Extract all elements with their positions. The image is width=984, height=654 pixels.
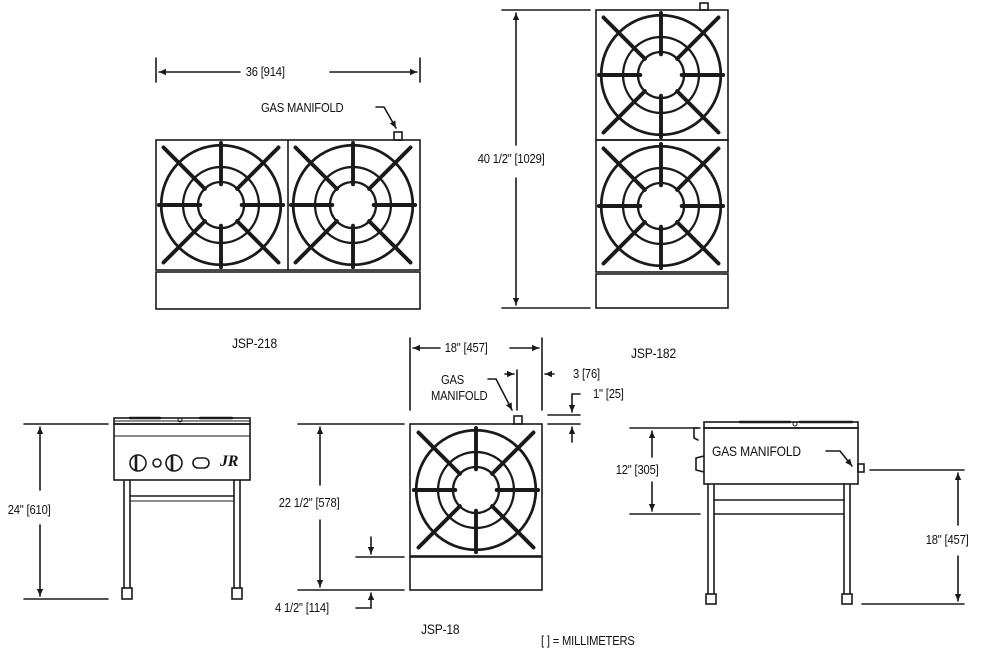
width-dimension-label: 36 [914] [244, 64, 287, 79]
height-dimension-label: 24" [610] [6, 502, 53, 517]
model-label-jsp-18: JSP-18 [421, 621, 460, 637]
height-dimension-label: 22 1/2" [578] [277, 495, 342, 510]
width-dimension-label: 18" [457] [443, 340, 490, 355]
height-dimension-label: 18" [457] [924, 532, 971, 547]
front-elevation [23, 416, 251, 600]
gas-manifold-label: GAS MANIFOLD [261, 100, 344, 115]
side-elevation [629, 420, 965, 605]
jsp-218-top-view [155, 57, 421, 310]
base-dimension-label: 4 1/2" [114] [275, 600, 329, 615]
offset-dimension-label: 3 [76] [573, 366, 600, 381]
jsp-18-top-view [297, 337, 581, 609]
brand-logo: JR [220, 453, 239, 470]
gas-manifold-label: GAS MANIFOLD [712, 443, 801, 459]
height-dimension-label: 12" [305] [614, 462, 661, 477]
jsp-182-top-view [501, 2, 729, 309]
model-label-jsp-182: JSP-182 [631, 345, 676, 361]
gas-manifold-label: MANIFOLD [431, 388, 488, 403]
model-label-jsp-218: JSP-218 [232, 335, 277, 351]
offset-dimension-label: 1" [25] [593, 386, 624, 401]
legend-label: [ ] = MILLIMETERS [541, 633, 635, 648]
height-dimension-label: 40 1/2" [1029] [476, 151, 547, 166]
gas-manifold-label: GAS [441, 372, 465, 387]
